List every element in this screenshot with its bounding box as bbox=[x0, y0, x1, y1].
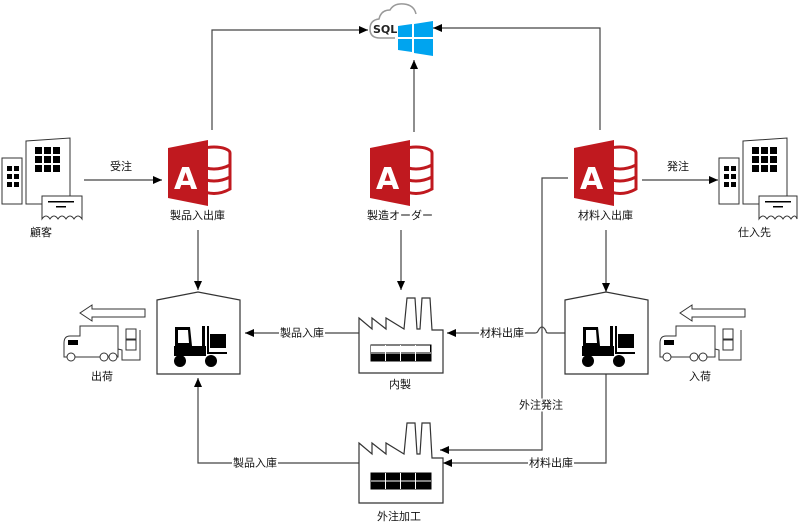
inhouse-factory-label: 内製 bbox=[389, 377, 411, 391]
cloud-icon bbox=[369, 3, 417, 39]
order-db-label: 製造オーダー bbox=[367, 208, 433, 222]
edge-label-purchase-order: 発注 bbox=[667, 160, 689, 173]
supplier-building-icon bbox=[718, 137, 798, 221]
receiving-label: 入荷 bbox=[689, 370, 711, 383]
sql-label: SQL bbox=[373, 23, 397, 36]
edge-label-outsource-material-issue: 材料出庫 bbox=[528, 456, 574, 470]
edge-material-db-to-sql bbox=[433, 24, 601, 130]
svg-text:A: A bbox=[174, 162, 198, 197]
shipping-label: 出荷 bbox=[91, 369, 113, 383]
order-db-access-icon: A bbox=[370, 140, 434, 206]
edge-label-outsource-order: 外注発注 bbox=[518, 398, 564, 412]
edge-outsource-to-product-warehouse bbox=[194, 378, 359, 464]
forklift-icon bbox=[174, 326, 227, 367]
product-db-label: 製品入出庫 bbox=[170, 208, 225, 222]
edge-product-db-to-sql bbox=[211, 26, 368, 130]
arrow-left-icon bbox=[679, 304, 746, 322]
material-db-label: 材料入出庫 bbox=[578, 208, 633, 222]
edge-label-inhouse-product-receipt: 製品入庫 bbox=[279, 326, 325, 340]
receiving-truck-icon bbox=[659, 304, 746, 362]
shipping-truck-icon bbox=[63, 304, 146, 362]
product-db-access-icon: A bbox=[168, 140, 232, 206]
sql-server-node: SQL bbox=[369, 3, 433, 56]
material-db-access-icon: A bbox=[574, 140, 638, 206]
inhouse-factory-icon bbox=[358, 297, 444, 374]
svg-text:A: A bbox=[580, 162, 604, 197]
outsource-factory-label: 外注加工 bbox=[377, 509, 421, 523]
product-warehouse-icon bbox=[156, 291, 241, 375]
outsource-factory-icon bbox=[358, 422, 444, 504]
edge-label-outsource-product-receipt: 製品入庫 bbox=[232, 456, 278, 470]
edge-material-warehouse-to-outsource bbox=[443, 374, 607, 467]
edge-material-db-to-outsource bbox=[440, 177, 568, 454]
svg-text:A: A bbox=[376, 162, 400, 197]
edge-label-order-received: 受注 bbox=[110, 160, 132, 173]
forklift-icon bbox=[582, 326, 635, 367]
customer-building-icon bbox=[1, 137, 83, 221]
edge-label-inhouse-material-issue: 材料出庫 bbox=[479, 326, 525, 340]
material-warehouse-icon bbox=[564, 291, 649, 375]
windows-logo-icon bbox=[398, 21, 433, 56]
customer-label: 顧客 bbox=[30, 225, 52, 239]
supplier-label: 仕入先 bbox=[738, 226, 771, 239]
arrow-left-icon bbox=[79, 304, 146, 322]
